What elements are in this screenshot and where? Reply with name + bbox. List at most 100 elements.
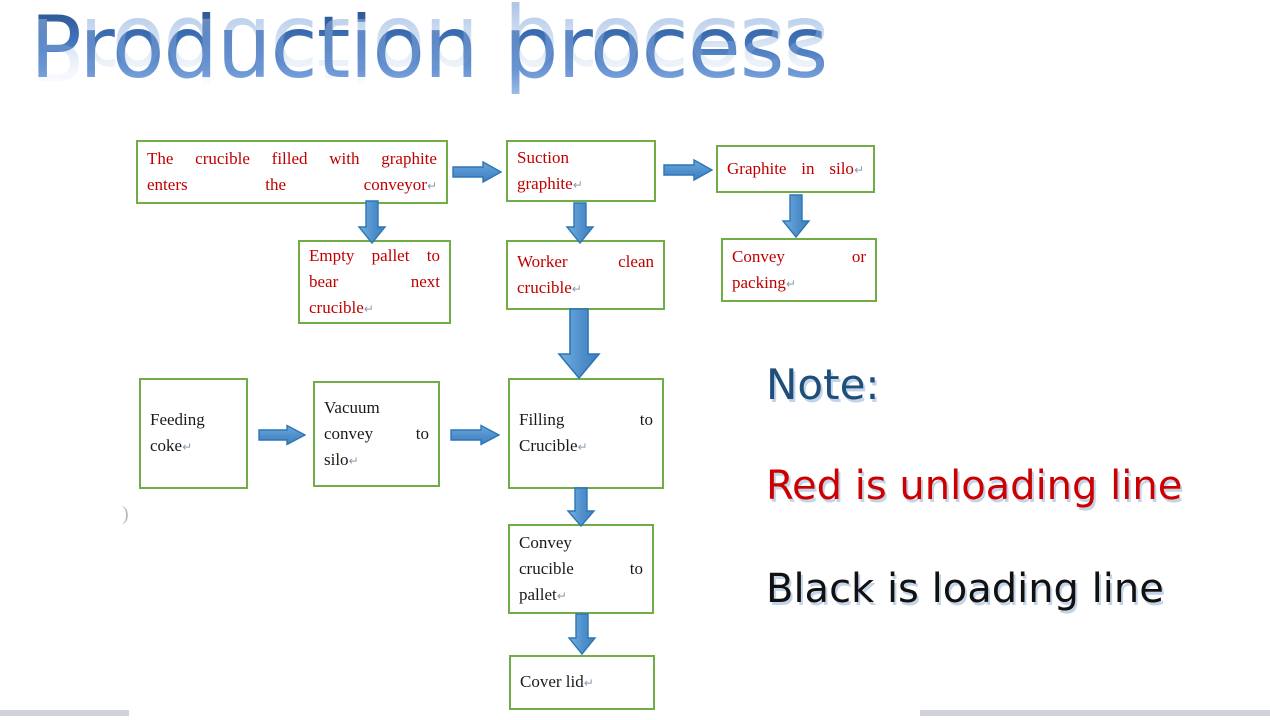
flow-box-line: crucible to xyxy=(519,556,643,582)
flow-box-line: Convey or xyxy=(732,244,866,270)
flow-box-line: bear next xyxy=(309,269,440,295)
flow-box-word: pallet xyxy=(519,584,557,604)
flow-box-word: or xyxy=(851,246,866,266)
page-title: Production process Production process xyxy=(30,0,930,122)
arrow-convey-pallet-to-cover-lid-icon xyxy=(567,613,597,655)
flow-box-word: convey xyxy=(324,423,374,443)
flow-box-word: crucible xyxy=(517,277,572,297)
flow-box-cover-lid[interactable]: Cover lid↵ xyxy=(509,655,655,710)
flow-box-line: enters the conveyor↵ xyxy=(147,172,437,199)
flow-box-line: packing↵ xyxy=(732,270,866,297)
flow-box-word: to xyxy=(426,245,440,265)
paragraph-mark-icon: ↵ xyxy=(348,453,359,468)
flow-box-line: Convey xyxy=(519,530,643,556)
flow-box-text: Feeding coke↵ xyxy=(141,407,246,460)
flow-box-word: crucible xyxy=(519,558,574,578)
flow-box-line: pallet↵ xyxy=(519,582,643,609)
flow-box-worker-clean-crucible[interactable]: Worker clean crucible↵ xyxy=(506,240,665,310)
flow-box-line: Vacuum xyxy=(324,395,429,421)
arrow-filling-to-convey-pallet-icon xyxy=(566,487,596,527)
note-black-legend: Black is loading line xyxy=(766,566,1164,612)
flow-box-word: The xyxy=(147,148,174,168)
flow-box-line: Suction xyxy=(517,145,645,171)
paragraph-mark-icon: ↵ xyxy=(182,440,193,454)
paragraph-mark-icon: ↵ xyxy=(556,588,567,603)
flow-box-word: Worker xyxy=(517,251,568,271)
flow-box-graphite-in-silo[interactable]: Graphite in silo↵ xyxy=(716,145,875,193)
paragraph-mark-icon: ↵ xyxy=(363,301,374,316)
flow-box-word: Suction xyxy=(517,147,569,167)
flow-box-line: Empty pallet to xyxy=(309,243,440,269)
flow-box-word: with xyxy=(329,148,360,168)
flow-box-convey-or-packing[interactable]: Convey or packing↵ xyxy=(721,238,877,302)
flow-box-word: Crucible xyxy=(519,436,578,455)
flow-box-line: silo↵ xyxy=(324,447,429,474)
flow-box-word: clean xyxy=(618,251,654,271)
flow-box-text: Worker clean crucible↵ xyxy=(508,249,663,302)
flow-box-word: coke xyxy=(150,436,183,455)
flow-box-word: to xyxy=(639,410,653,429)
flow-box-word: Graphite in silo xyxy=(727,158,854,178)
flow-box-word: crucible xyxy=(309,297,364,317)
arrow-feeding-to-vacuum-icon xyxy=(258,424,306,446)
flow-box-line: crucible↵ xyxy=(309,295,440,322)
flow-box-convey-crucible-to-pallet[interactable]: Convey crucible to pallet↵ xyxy=(508,524,654,614)
flow-box-text: Graphite in silo↵ xyxy=(718,156,873,183)
paragraph-mark-icon: ↵ xyxy=(572,177,583,192)
flow-box-word: filled xyxy=(271,148,308,168)
flow-box-suction-graphite[interactable]: Suction graphite↵ xyxy=(506,140,656,202)
flow-box-text: Cover lid↵ xyxy=(511,669,653,696)
flow-box-word: Feeding xyxy=(150,410,205,429)
flow-box-line: crucible↵ xyxy=(517,275,654,302)
arrow-crucible-to-suction-icon xyxy=(452,160,502,184)
flow-box-word: Convey xyxy=(519,532,572,552)
flow-box-word: Cover lid xyxy=(520,672,584,691)
arrow-silo-to-convey-packing-icon xyxy=(781,194,811,238)
flow-box-word: to xyxy=(629,558,643,578)
flow-box-word: next xyxy=(410,271,440,291)
flow-box-word: Empty xyxy=(309,245,355,265)
flow-box-word: crucible xyxy=(195,148,250,168)
page-title-text: Production process xyxy=(30,0,828,98)
flow-box-word: silo xyxy=(324,449,349,469)
flow-box-feeding-coke[interactable]: Feeding coke↵ xyxy=(139,378,248,489)
paragraph-mark-icon: ↵ xyxy=(785,276,796,291)
flow-box-word: graphite xyxy=(517,173,573,193)
footer-bar-left xyxy=(0,710,129,716)
flow-box-empty-pallet-bear-next-crucible[interactable]: Empty pallet to bear next crucible↵ xyxy=(298,240,451,324)
flow-box-line: Feeding xyxy=(150,407,237,433)
flow-box-word: packing xyxy=(732,272,786,292)
flow-box-line: coke↵ xyxy=(150,433,237,460)
flow-box-line: Worker clean xyxy=(517,249,654,275)
flow-box-text: Convey crucible to pallet↵ xyxy=(510,530,652,609)
flow-box-word: pallet xyxy=(371,245,410,265)
stray-glyph-artifact: ) xyxy=(122,503,129,525)
arrow-suction-to-silo-icon xyxy=(663,158,713,182)
flow-box-word: enters the conveyor xyxy=(147,174,427,194)
flow-box-word: bear xyxy=(309,271,339,291)
flow-box-text: Suction graphite↵ xyxy=(508,145,654,198)
flow-box-word: Vacuum xyxy=(324,397,380,417)
page-title-reflection: Production process xyxy=(30,0,828,98)
flow-box-text: Convey or packing↵ xyxy=(723,244,875,297)
flow-box-text: Empty pallet to bear next crucible↵ xyxy=(300,243,449,322)
arrow-crucible-to-empty-pallet-icon xyxy=(357,200,387,244)
footer-bar-right xyxy=(920,710,1270,716)
flow-box-line: Crucible↵ xyxy=(519,433,653,460)
paragraph-mark-icon: ↵ xyxy=(577,440,588,454)
flow-box-word: Convey xyxy=(732,246,785,266)
paragraph-mark-icon: ↵ xyxy=(583,676,594,690)
flow-box-line: Graphite in silo↵ xyxy=(727,156,864,183)
flow-box-line: Cover lid↵ xyxy=(520,669,644,696)
paragraph-mark-icon: ↵ xyxy=(426,178,437,193)
arrow-vacuum-to-filling-icon xyxy=(450,424,500,446)
paragraph-mark-icon: ↵ xyxy=(853,162,864,177)
